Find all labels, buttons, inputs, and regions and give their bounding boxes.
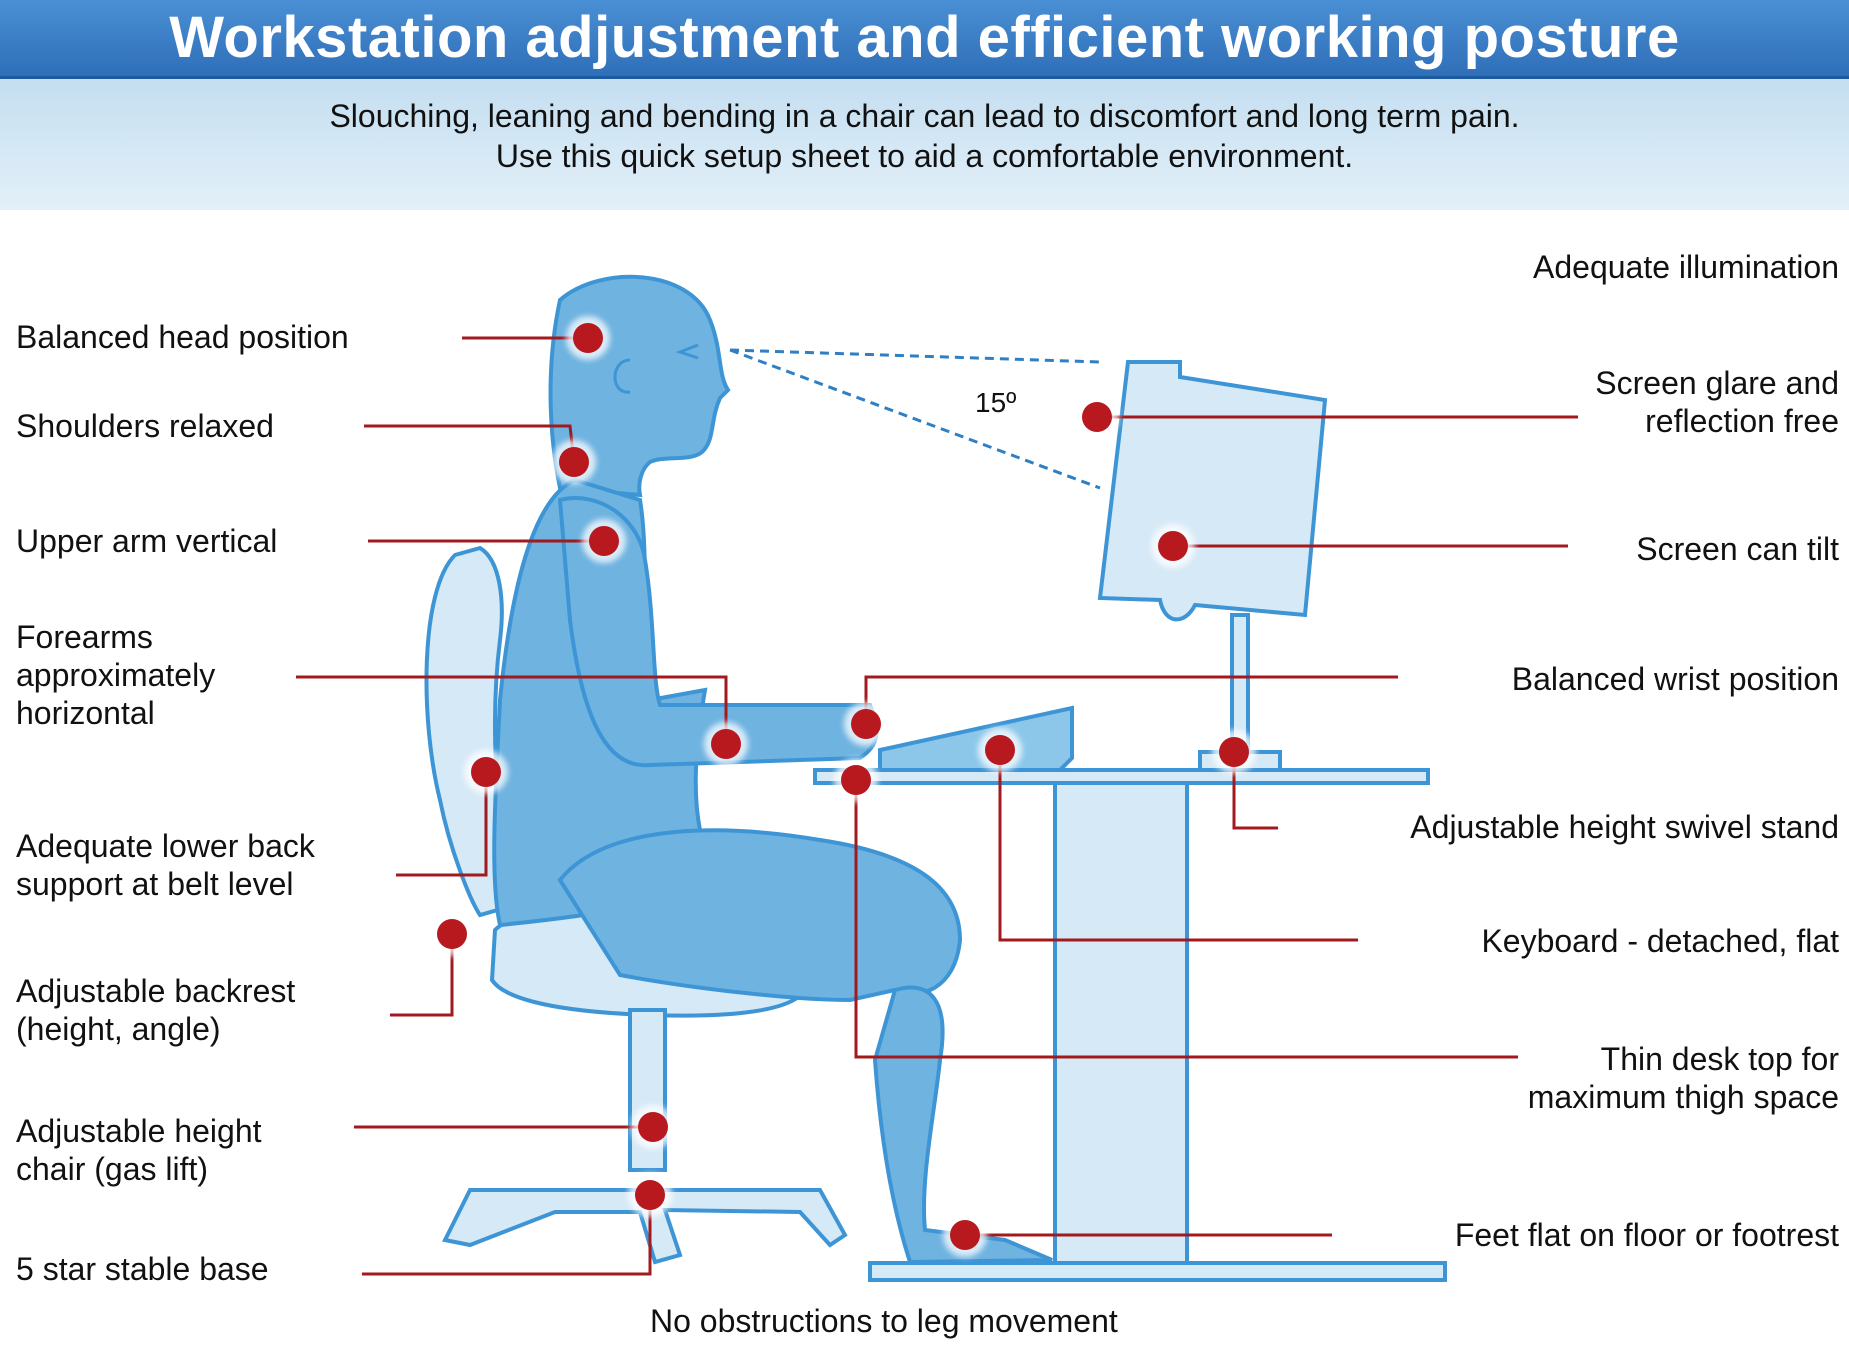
monitor [1100,362,1325,770]
keyboard [880,708,1072,770]
marker-feet [950,1220,980,1250]
marker-base [635,1180,665,1210]
label-adjustable-height-chair: Adjustable height chair (gas lift) [16,1112,262,1188]
desk-foot [870,1263,1445,1280]
marker-stand [1219,737,1249,767]
marker-backrest [437,919,467,949]
marker-wrist [851,709,881,739]
label-screen-can-tilt: Screen can tilt [1636,530,1839,568]
label-lower-back-support: Adequate lower back support at belt leve… [16,827,315,903]
marker-keyboard [985,735,1015,765]
marker-forearms [711,729,741,759]
label-keyboard-detached: Keyboard - detached, flat [1481,922,1839,960]
marker-shoulders [559,447,589,477]
label-feet-flat: Feet flat on floor or footrest [1455,1216,1839,1254]
label-balanced-wrist-position: Balanced wrist position [1512,660,1839,698]
label-five-star-base: 5 star stable base [16,1250,269,1288]
marker-head [573,323,603,353]
label-shoulders-relaxed: Shoulders relaxed [16,407,274,445]
downward-sight-line [730,350,1100,488]
label-no-obstructions: No obstructions to leg movement [650,1302,1118,1340]
marker-chair-height [638,1112,668,1142]
label-balanced-head-position: Balanced head position [16,318,349,356]
marker-desk [841,765,871,795]
marker-glare [1082,402,1112,432]
label-adequate-illumination: Adequate illumination [1533,248,1839,286]
label-swivel-stand: Adjustable height swivel stand [1410,808,1839,846]
figure-thigh [560,830,960,1000]
label-adjustable-backrest: Adjustable backrest (height, angle) [16,972,295,1048]
angle-label: 15º [975,387,1016,418]
horizontal-sight-line [730,350,1100,362]
marker-upper-arm [589,526,619,556]
label-thin-desk-top: Thin desk top for maximum thigh space [1528,1040,1839,1116]
label-forearms-horizontal: Forearms approximately horizontal [16,618,215,732]
leader-line-wrist [866,677,1398,724]
monitor-screen [1100,362,1325,619]
label-screen-glare-free: Screen glare and reflection free [1595,364,1839,440]
sight-lines [730,350,1100,488]
label-upper-arm-vertical: Upper arm vertical [16,522,277,560]
marker-lower-back [471,757,501,787]
marker-tilt [1158,531,1188,561]
leader-line-shoulders [364,426,574,462]
desk-leg [1055,783,1187,1263]
